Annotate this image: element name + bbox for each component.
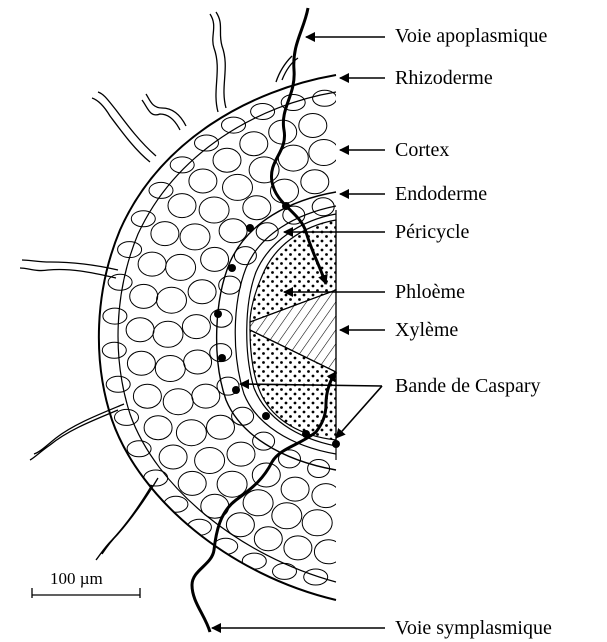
cortex-cell bbox=[108, 274, 132, 290]
cortex-cell bbox=[301, 170, 329, 194]
casparian-dot bbox=[262, 412, 270, 420]
cortex-cell bbox=[151, 222, 179, 246]
cortex-cell bbox=[176, 420, 206, 446]
cortex-cell bbox=[178, 471, 206, 495]
casparian-dot bbox=[228, 264, 236, 272]
label-voie-apoplasmique: Voie apoplasmique bbox=[395, 26, 547, 46]
cortex-cell bbox=[144, 416, 172, 440]
label-cortex: Cortex bbox=[395, 140, 449, 160]
cortex-cell bbox=[102, 342, 126, 358]
cortex-cell bbox=[106, 376, 130, 392]
scale-bar bbox=[32, 588, 140, 598]
cortex-cell bbox=[126, 318, 154, 342]
cortex-cell bbox=[180, 224, 210, 250]
cortex-cell bbox=[164, 496, 188, 512]
root-hair bbox=[20, 260, 118, 278]
root-hair bbox=[142, 94, 186, 130]
cortex-cell bbox=[219, 219, 247, 243]
cortex-cell bbox=[188, 280, 216, 304]
casparian-dot bbox=[332, 440, 340, 448]
cortex-cell bbox=[155, 356, 185, 382]
cortex-cell bbox=[168, 194, 196, 218]
cortex-cell bbox=[103, 308, 127, 324]
cortex-cell bbox=[312, 484, 340, 508]
cortex-cell bbox=[273, 563, 297, 579]
scale-bar-label: 100 µm bbox=[50, 570, 103, 587]
cortex-cell bbox=[314, 540, 342, 564]
root-hair bbox=[96, 478, 158, 560]
casparian-dot bbox=[246, 224, 254, 232]
cortex-cell bbox=[213, 148, 241, 172]
cortex-cell bbox=[138, 252, 166, 276]
cortex-cell bbox=[240, 132, 268, 156]
cortex-cell bbox=[199, 197, 229, 223]
cortex-cell bbox=[201, 247, 229, 271]
cortex-cell bbox=[133, 384, 161, 408]
leader-caspary-2 bbox=[336, 386, 382, 438]
cortex-cell bbox=[242, 553, 266, 569]
cortex-cell bbox=[302, 510, 332, 536]
cortex-cell bbox=[223, 174, 253, 200]
root-hairs bbox=[20, 12, 298, 560]
cortex-cell bbox=[166, 254, 196, 280]
cortex-cell bbox=[227, 442, 255, 466]
casparian-dot bbox=[218, 354, 226, 362]
cortex-cell bbox=[207, 415, 235, 439]
casparian-dot bbox=[214, 310, 222, 318]
casparian-dot bbox=[232, 386, 240, 394]
root-hair bbox=[210, 12, 226, 112]
cortex-cell bbox=[127, 441, 151, 457]
cortex-cell bbox=[192, 384, 220, 408]
cortex-cell bbox=[309, 140, 339, 166]
cortex-cell bbox=[118, 242, 142, 258]
cortex-cell bbox=[127, 351, 155, 375]
cortex-cell bbox=[254, 527, 282, 551]
cortex-cell bbox=[163, 389, 193, 415]
label-rhizoderme: Rhizoderme bbox=[395, 68, 493, 88]
label-endoderme: Endoderme bbox=[395, 184, 487, 204]
cortex-cell bbox=[195, 448, 225, 474]
label-bande-de-caspary: Bande de Caspary bbox=[395, 376, 541, 396]
cortex-cell bbox=[272, 503, 302, 529]
cortex-cell bbox=[313, 90, 337, 106]
cortex-cell bbox=[184, 350, 212, 374]
label-xyleme: Xylème bbox=[395, 320, 458, 340]
cortex-cell bbox=[226, 513, 254, 537]
label-voie-symplasmique: Voie symplasmique bbox=[395, 618, 552, 638]
cortex-cell bbox=[189, 169, 217, 193]
cortex-cell bbox=[281, 477, 309, 501]
cortex-cell bbox=[115, 409, 139, 425]
cortex-cell bbox=[284, 536, 312, 560]
label-phloeme: Phloème bbox=[395, 282, 465, 302]
cortex-cell bbox=[299, 114, 327, 138]
cortex-cell bbox=[243, 490, 273, 516]
cortex-cell bbox=[130, 284, 158, 308]
cortex-cell bbox=[251, 104, 275, 120]
cortex-cell bbox=[157, 287, 187, 313]
cortex-cell bbox=[182, 315, 210, 339]
cortex-cell bbox=[304, 569, 328, 585]
cortex-cell bbox=[159, 445, 187, 469]
cortex-cell bbox=[243, 196, 271, 220]
root-hair bbox=[92, 92, 156, 162]
label-pericycle: Péricycle bbox=[395, 222, 469, 242]
cortex-cell bbox=[153, 321, 183, 347]
cortex-cell bbox=[214, 538, 238, 554]
